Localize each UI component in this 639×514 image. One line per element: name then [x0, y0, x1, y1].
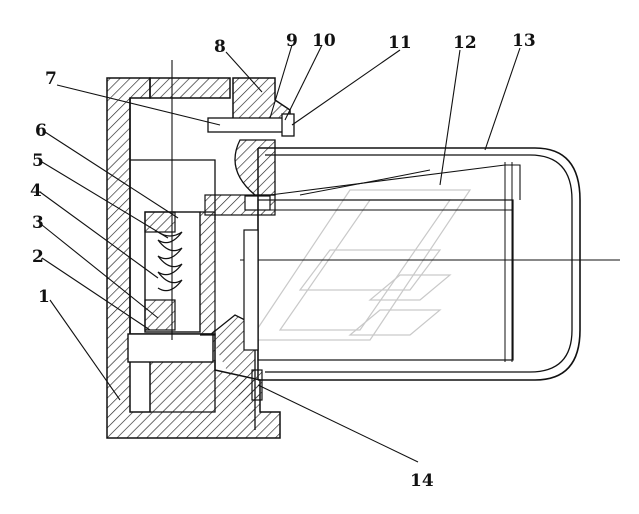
callout-6: 6	[35, 121, 47, 141]
callout-labels: 1 2 3 4 5 6 7 8 9 10 11 12 13 14	[30, 31, 536, 491]
callout-4: 4	[30, 181, 42, 201]
callout-1: 1	[38, 287, 50, 307]
callout-8: 8	[214, 37, 226, 57]
callout-14: 14	[410, 471, 434, 491]
callout-3: 3	[32, 213, 44, 233]
callout-12: 12	[453, 33, 477, 53]
leader-lines	[39, 44, 521, 463]
callout-11: 11	[388, 33, 412, 53]
callout-13: 13	[512, 31, 536, 51]
callout-7: 7	[45, 69, 57, 89]
callout-10: 10	[312, 31, 336, 51]
callout-2: 2	[32, 247, 44, 267]
valve-assembly	[144, 60, 276, 340]
filter-canister	[240, 147, 620, 401]
watermark-logo	[248, 189, 472, 341]
callout-5: 5	[32, 151, 44, 171]
callout-9: 9	[286, 31, 298, 51]
